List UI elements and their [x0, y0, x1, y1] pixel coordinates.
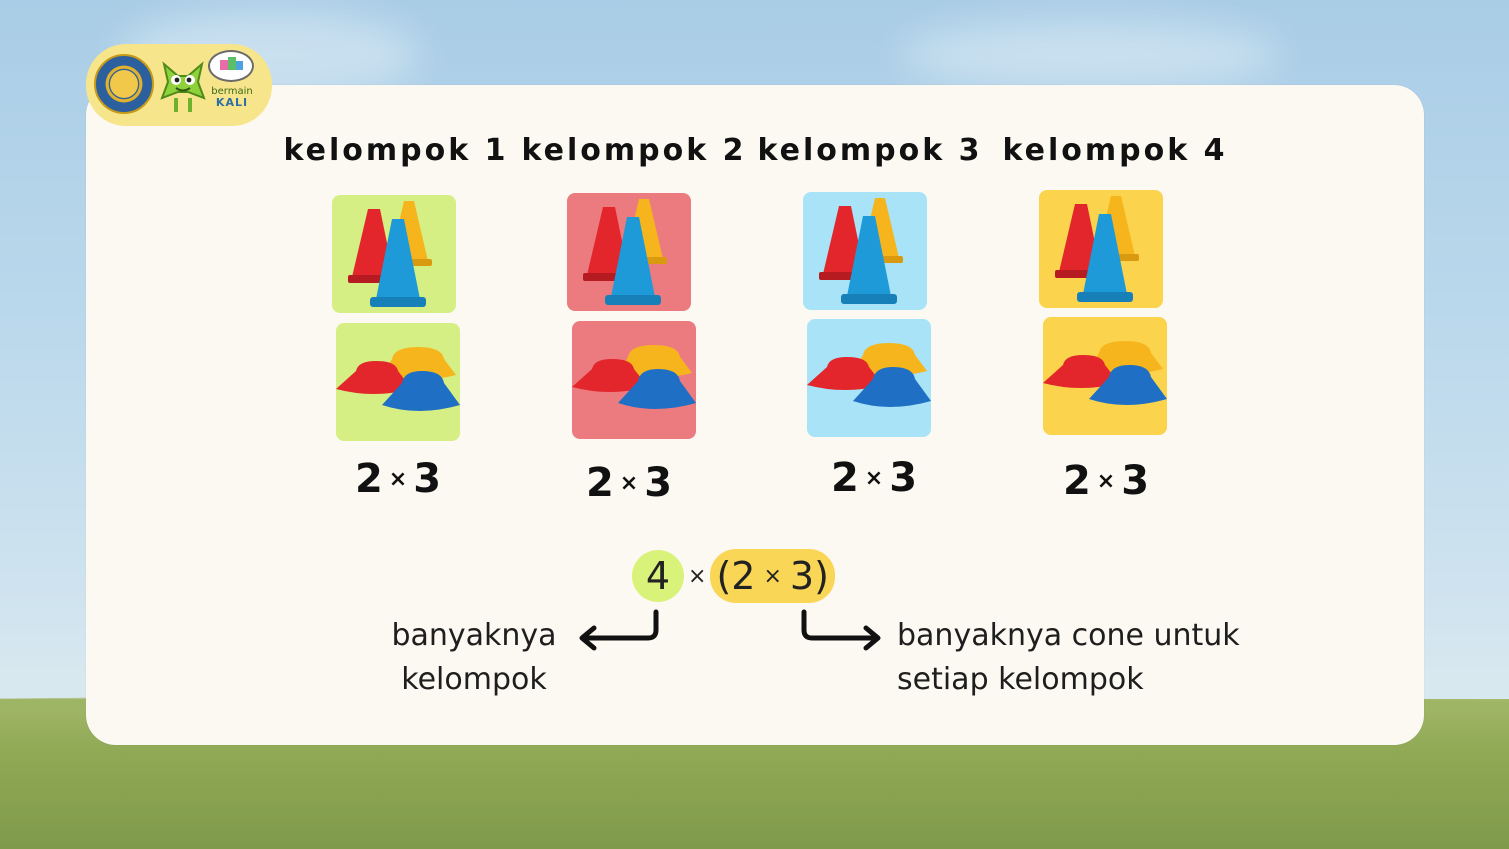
content-card [86, 85, 1424, 745]
formula: 4 × ( 2 × 3 ) [632, 549, 835, 603]
left-arrow-icon [579, 609, 659, 651]
inner-left: 2 [731, 554, 756, 598]
times-sign: × [864, 466, 884, 491]
group-count-caption: banyaknya kelompok [386, 614, 562, 702]
disc-tile-3 [807, 319, 931, 437]
group-size-caption: banyaknya cone untuk setiap kelompok [897, 614, 1240, 702]
inner-right: 3 [789, 554, 815, 598]
formula-times-sign: × [688, 563, 707, 589]
times-sign: × [619, 471, 639, 496]
training-cones-icon [348, 201, 432, 307]
inner-times-sign: × [763, 563, 782, 589]
group-label-3: kelompok 3 [757, 133, 983, 168]
group-1-multiplication: 2×3 [318, 456, 478, 502]
left-factor: 2 [830, 455, 859, 501]
training-cones-icon [583, 199, 667, 305]
brand-line-2: KALI [215, 96, 249, 109]
left-factor: 2 [354, 456, 383, 502]
sky-cloud [900, 20, 1280, 90]
cone-tile-1 [332, 195, 456, 313]
group-label-4: kelompok 4 [1002, 133, 1228, 168]
times-sign: × [388, 467, 408, 492]
left-factor: 2 [585, 460, 614, 506]
cone-tile-2 [567, 193, 691, 311]
disc-cones-icon [572, 345, 696, 409]
training-cones-icon [819, 198, 903, 304]
caption-line: banyaknya [391, 618, 557, 653]
brand-line-1: bermain [211, 86, 253, 97]
thought-bubble-icon [208, 50, 254, 82]
disc-cones-icon [336, 347, 460, 411]
right-factor: 3 [644, 460, 673, 506]
caption-line: setiap kelompok [897, 662, 1144, 697]
group-label-1: kelompok 1 [283, 133, 509, 168]
left-factor: 2 [1062, 458, 1091, 504]
right-factor: 3 [1121, 458, 1150, 504]
right-factor: 3 [889, 455, 918, 501]
cone-tile-3 [803, 192, 927, 310]
group-2-multiplication: 2×3 [549, 460, 709, 506]
right-arrow-icon [801, 609, 881, 651]
right-factor: 3 [413, 456, 442, 502]
caption-line: kelompok [401, 662, 547, 697]
group-3-multiplication: 2×3 [794, 455, 954, 501]
disc-cones-icon [1043, 341, 1167, 405]
brand-wordmark: bermain KALI [207, 86, 257, 108]
group-label-2: kelompok 2 [521, 133, 747, 168]
emblem-center [110, 70, 138, 98]
disc-tile-1 [336, 323, 460, 441]
mascot-icon [160, 61, 206, 112]
times-sign: × [1096, 469, 1116, 494]
close-paren: ) [814, 554, 829, 598]
disc-cones-icon [807, 343, 931, 407]
open-paren: ( [716, 554, 732, 598]
group-4-multiplication: 2×3 [1026, 458, 1186, 504]
formula-group-size: ( 2 × 3 ) [710, 549, 835, 603]
training-cones-icon [1055, 196, 1139, 302]
caption-line: banyaknya cone untuk [897, 618, 1240, 653]
disc-tile-2 [572, 321, 696, 439]
cone-tile-4 [1039, 190, 1163, 308]
formula-group-count: 4 [632, 550, 684, 602]
disc-tile-4 [1043, 317, 1167, 435]
